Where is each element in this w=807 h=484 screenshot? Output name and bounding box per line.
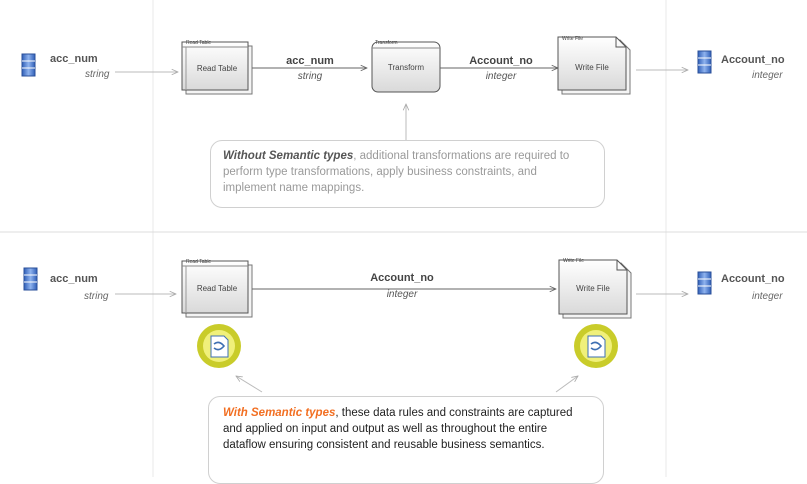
database-icon (23, 267, 38, 291)
semantic-document-icon (197, 324, 241, 368)
target-field-name: Account_no (721, 273, 785, 285)
source-field-name: acc_num (50, 53, 98, 65)
callout-text: , additional transformations are require… (223, 150, 570, 194)
without-semantic-types-callout: Without Semantic types, additional trans… (210, 140, 605, 208)
callout-emphasis: Without Semantic types (223, 150, 354, 162)
target-field-type: integer (752, 291, 783, 302)
target-field-type: integer (752, 70, 783, 81)
source-field-name: acc_num (50, 273, 98, 285)
edge-field-type: integer (485, 71, 517, 82)
write-file-tab: Write File (562, 36, 584, 42)
with-semantic-types-callout: With Semantic types, these data rules an… (208, 396, 604, 484)
read-table-tab: Read Table (186, 40, 212, 46)
transform-icon (371, 41, 441, 93)
edge-field-name: Account_no (370, 272, 434, 284)
transform-tab: Transform (375, 40, 398, 46)
write-file-tab: Write File (563, 258, 585, 264)
database-icon (21, 53, 36, 77)
table-icon (181, 260, 253, 318)
edge-field-name: Account_no (469, 55, 533, 67)
write-file-label: Write File (575, 63, 609, 72)
read-table-tab: Read Table (186, 259, 212, 265)
callout-text: , these data rules and constraints are c… (223, 407, 573, 451)
read-table-label: Read Table (196, 64, 238, 73)
edge-field-name: acc_num (286, 55, 334, 67)
database-icon (697, 271, 712, 295)
database-icon (697, 50, 712, 74)
transform-label: Transform (387, 63, 425, 72)
target-field-name: Account_no (721, 54, 785, 66)
arrow-icon (236, 376, 263, 393)
read-table-label: Read Table (196, 284, 238, 293)
file-icon (557, 36, 631, 95)
table-icon (181, 41, 253, 95)
callout-emphasis: With Semantic types (223, 407, 336, 419)
arrow-icon (555, 376, 578, 393)
file-icon (558, 259, 632, 319)
edge-field-type: string (297, 71, 323, 82)
source-field-type: string (85, 69, 110, 80)
source-field-type: string (84, 291, 109, 302)
semantic-document-icon (574, 324, 618, 368)
edge-field-type: integer (386, 289, 418, 300)
write-file-label: Write File (576, 284, 610, 293)
